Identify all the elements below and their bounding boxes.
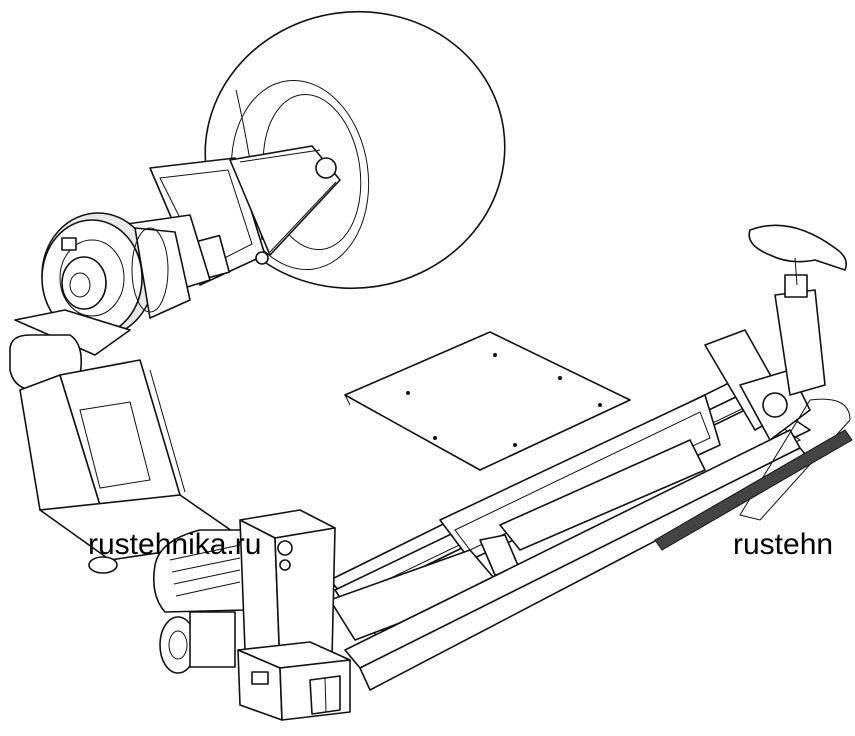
floor-plate [344,331,631,471]
base-frame [329,379,811,691]
motor [152,529,246,674]
watermark-right: rustehn [733,528,834,561]
watermark-left: rustehnika.ru [88,528,262,561]
column [9,309,246,574]
control-box [237,509,351,721]
clamp-disc [41,212,191,338]
tool-carriage [654,224,853,551]
